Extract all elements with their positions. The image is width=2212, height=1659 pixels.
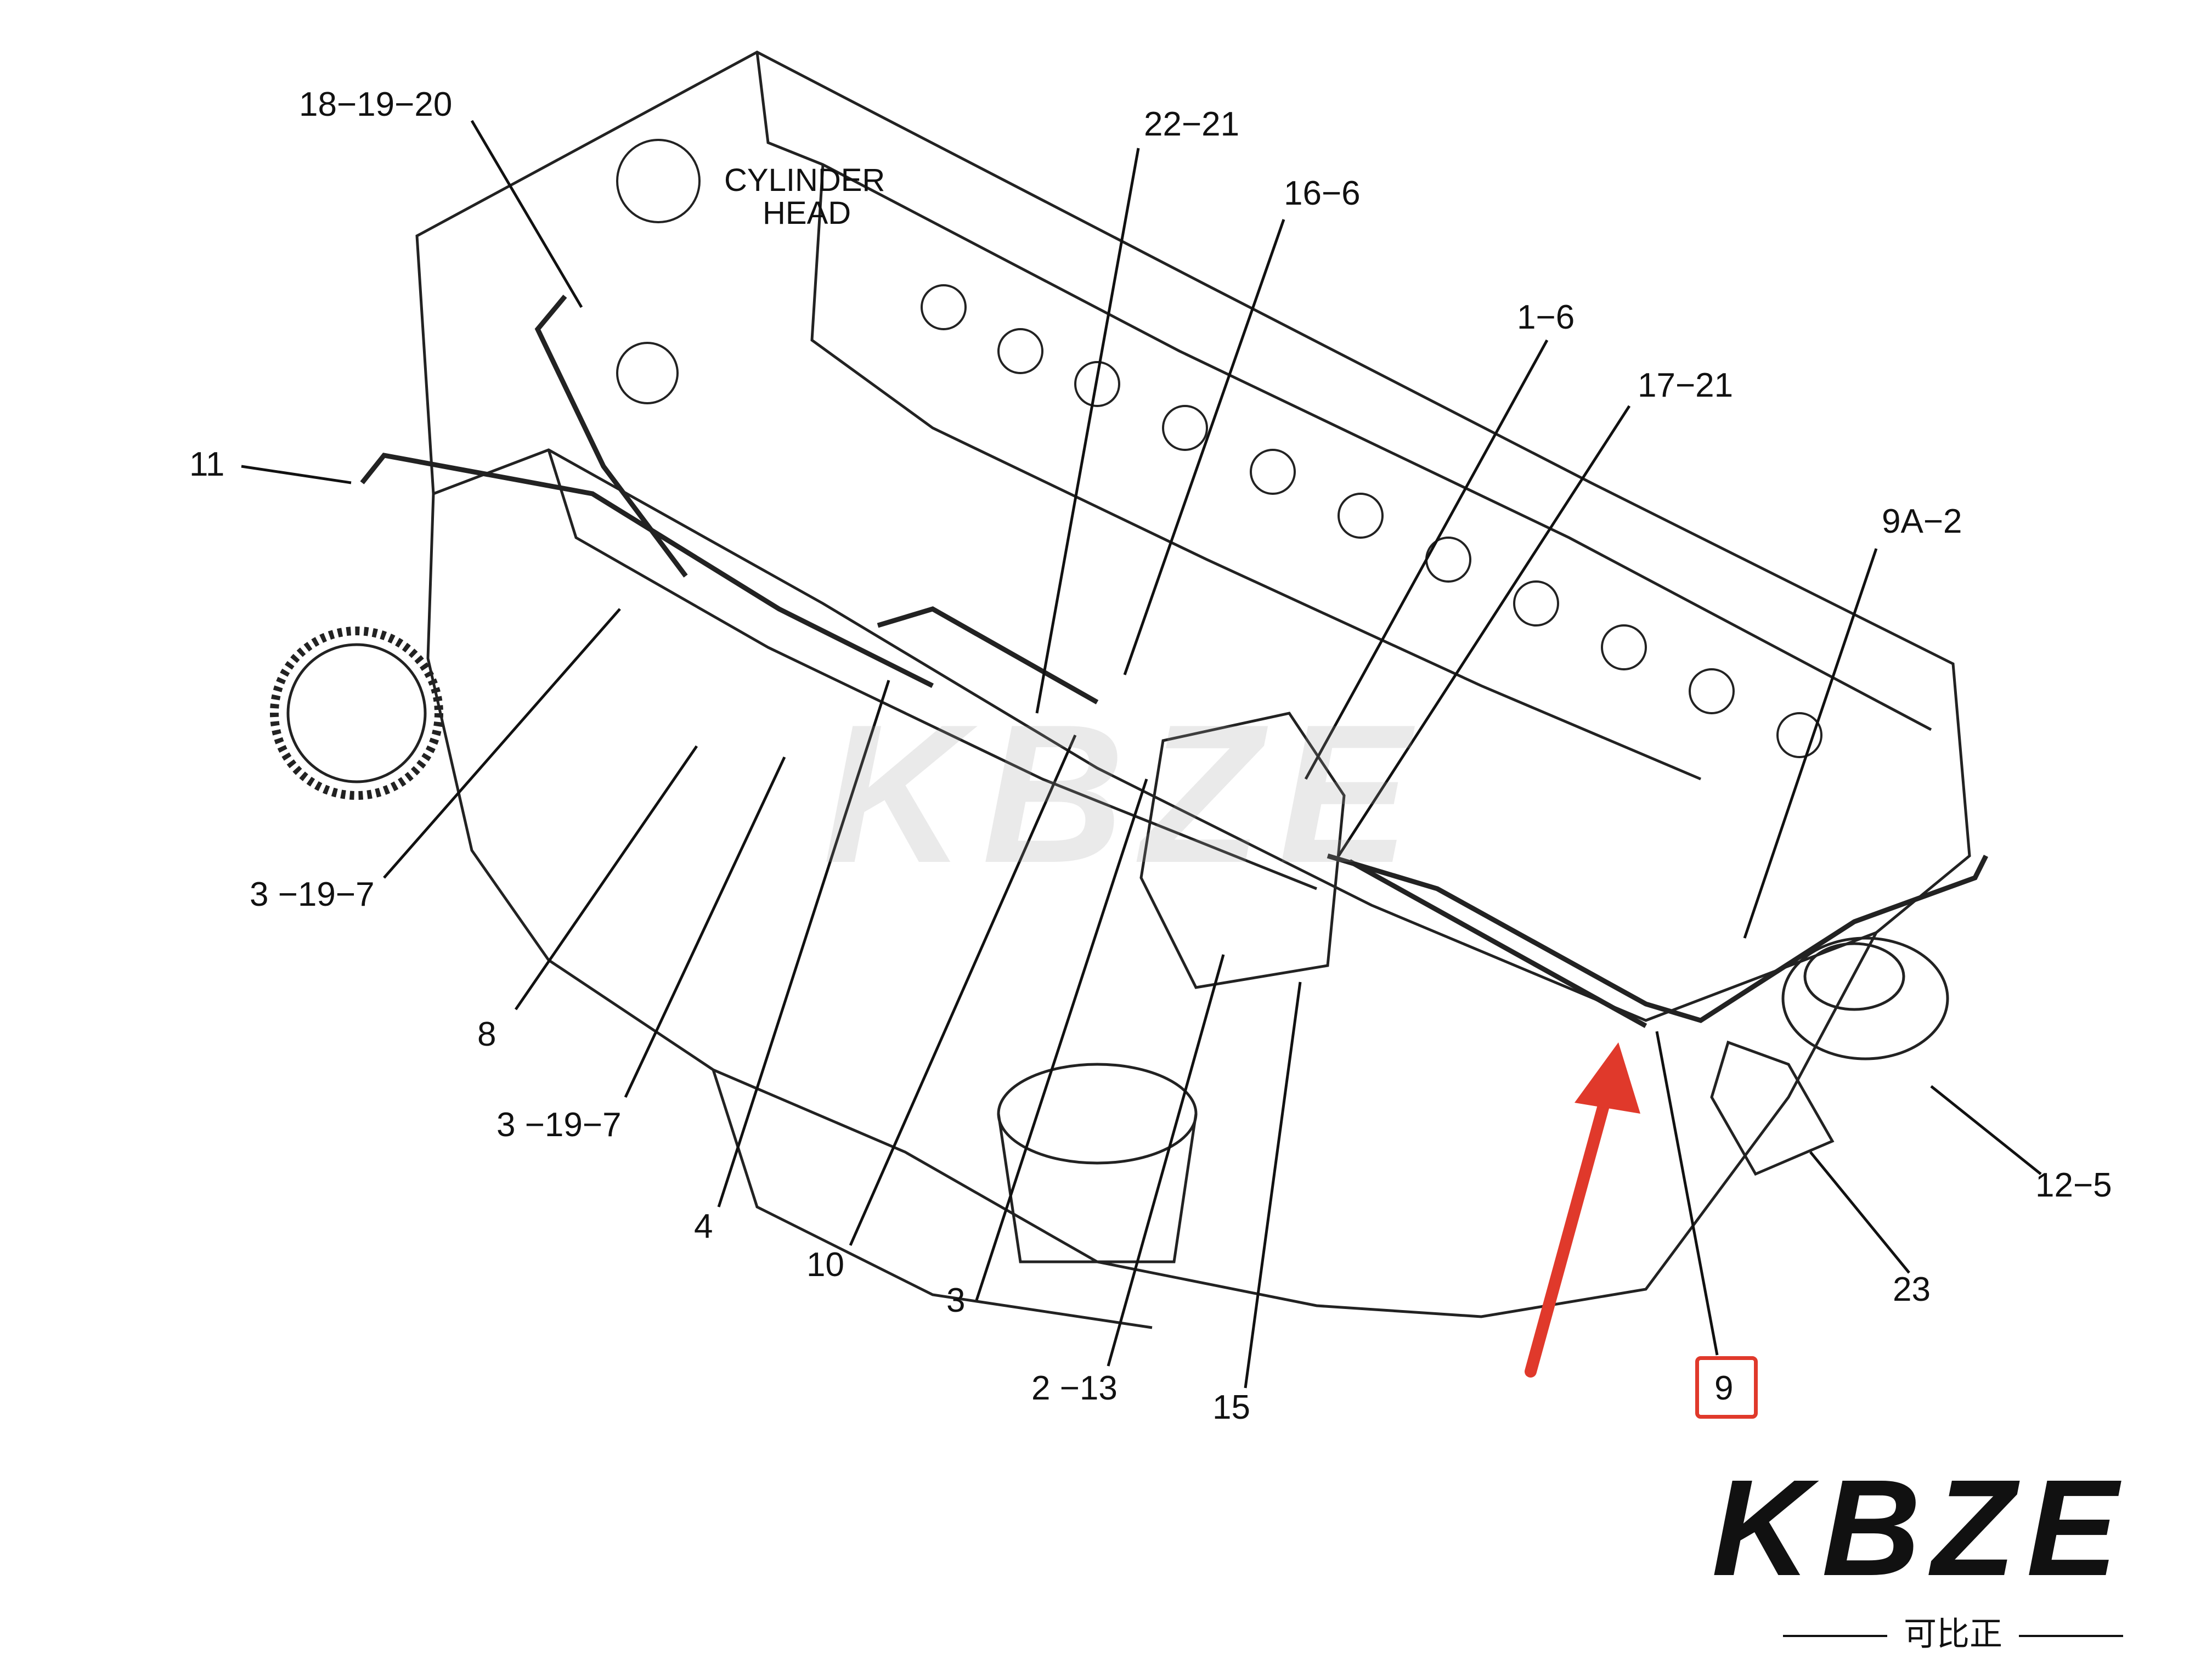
leader-12-5: [1930, 1085, 2042, 1175]
callout-label: 23: [1893, 1271, 1931, 1308]
callout-label: 17−21: [1638, 366, 1734, 404]
callout-label: 9A−2: [1882, 503, 1962, 540]
fuel-lines: [360, 295, 1989, 1028]
leader-22-21: [1035, 148, 1140, 714]
callout-label: 9: [1714, 1369, 1734, 1407]
callout-label: 10: [806, 1246, 844, 1284]
leader-23: [1809, 1151, 1910, 1274]
highlight-box: [1695, 1356, 1758, 1419]
leader-3-19-7-a: [383, 608, 621, 879]
leader-3-19-7-b: [624, 756, 786, 1098]
callout-label: 22−21: [1144, 105, 1240, 143]
leader-10: [849, 734, 1077, 1246]
brand-subtitle: 可比正: [1712, 1607, 2194, 1655]
leader-15: [1244, 981, 1302, 1389]
callout-label: 3: [946, 1282, 966, 1319]
leader-16-6: [1123, 219, 1285, 675]
head-bolts: [616, 139, 1822, 758]
leader-17-21: [1337, 405, 1631, 857]
callout-label: 2 −13: [1031, 1369, 1118, 1407]
fuel-filter: [997, 712, 1346, 1263]
leader-lines: [241, 120, 2042, 1389]
callout-label: 3 −19−7: [496, 1106, 622, 1144]
timing-gear: [270, 627, 443, 800]
engine-block: [415, 50, 1971, 1329]
leader-1-6: [1304, 339, 1549, 780]
brand-name: KBZE: [1712, 1451, 2129, 1604]
leader-9: [1655, 1031, 1719, 1356]
leader-18-19-20: [470, 120, 583, 308]
leader-4: [717, 680, 890, 1207]
callout-label: 8: [477, 1015, 496, 1053]
leader-9a-2: [1743, 548, 1878, 939]
leader-11: [241, 465, 352, 484]
brand-logo: KBZE 可比正: [1712, 1451, 2194, 1654]
callout-label: 4: [694, 1207, 713, 1245]
callout-label: 18−19−20: [299, 86, 453, 123]
leader-3: [975, 778, 1148, 1301]
callout-label: 1−6: [1517, 298, 1575, 336]
callout-label: 12−5: [2035, 1166, 2112, 1204]
fuel-pump: [1710, 936, 1949, 1176]
callout-label: 15: [1212, 1389, 1250, 1426]
leader-2-13: [1107, 954, 1225, 1367]
cylinder-head-label-line2: HEAD: [763, 195, 851, 231]
highlight-arrow: [1525, 1042, 1640, 1378]
callout-label: 16−6: [1284, 174, 1361, 212]
leader-8: [514, 745, 698, 1011]
watermark: KBZE: [823, 684, 1426, 904]
callout-label: 3 −19−7: [250, 876, 375, 913]
callout-label: 11: [189, 445, 225, 483]
cylinder-head-label-line1: CYLINDER: [724, 162, 885, 198]
